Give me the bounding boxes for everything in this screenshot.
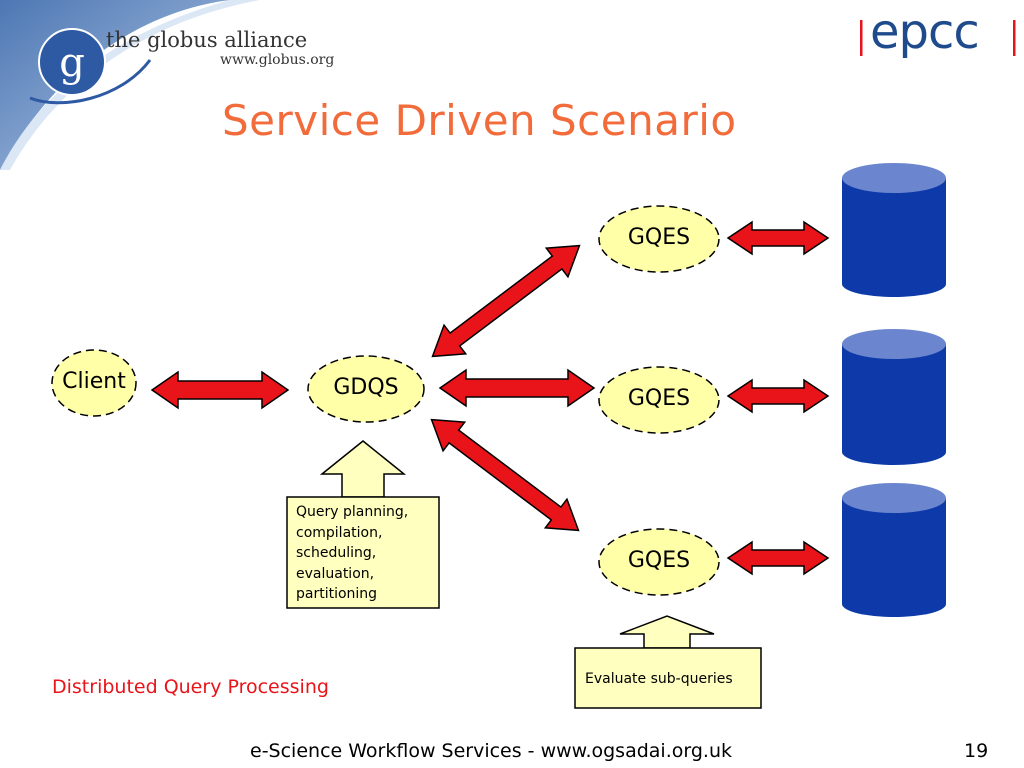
globus-logo-icon: g	[29, 28, 152, 105]
gdqs-callout-text: Query planning, compilation, scheduling,…	[296, 504, 409, 602]
database-icon	[842, 483, 946, 617]
gqes-top-label: GQES	[627, 225, 691, 250]
gqes-callout-box	[574, 647, 762, 709]
arrows	[150, 220, 830, 576]
slide-footer: e-Science Workflow Services - www.ogsada…	[250, 740, 732, 762]
slide-title: Service Driven Scenario	[222, 96, 737, 145]
arrow-gqes-db-middle	[726, 378, 830, 414]
database-icon	[842, 163, 946, 297]
arrow-gdqs-gqes-bottom	[430, 418, 580, 532]
database-icon	[842, 329, 946, 465]
arrow-client-gdqs	[150, 370, 290, 410]
client-label: Client	[62, 369, 126, 394]
epcc-bar-right	[1013, 20, 1016, 56]
gdqs-callout-arrow	[319, 440, 407, 498]
arrow-gdqs-gqes-top	[431, 244, 581, 358]
epcc-bar-left	[860, 20, 863, 56]
globus-logo-letter: g	[59, 40, 85, 86]
globus-swoosh	[0, 0, 230, 170]
arrow-gdqs-gqes-middle	[438, 368, 596, 408]
gdqs-node	[307, 355, 425, 423]
gqes-top-node	[598, 205, 720, 273]
gqes-callout-arrow	[619, 615, 715, 649]
gqes-callout-text: Evaluate sub-queries	[585, 671, 733, 687]
epcc-logo: epcc	[870, 4, 980, 60]
arrow-gqes-db-bottom	[726, 540, 830, 576]
globus-name: the globus alliance	[106, 28, 308, 52]
gqes-middle-label: GQES	[627, 386, 691, 411]
gdqs-callout-box	[286, 496, 440, 609]
arrow-gqes-db-top	[726, 220, 830, 256]
gqes-bottom-node	[598, 528, 720, 596]
gqes-bottom-label: GQES	[627, 548, 691, 573]
gdqs-label: GDQS	[333, 375, 399, 400]
globus-url: www.globus.org	[220, 52, 335, 68]
page-number: 19	[964, 740, 989, 762]
diagram-caption: Distributed Query Processing	[52, 676, 329, 698]
client-node	[51, 349, 137, 417]
gqes-middle-node	[598, 366, 720, 434]
